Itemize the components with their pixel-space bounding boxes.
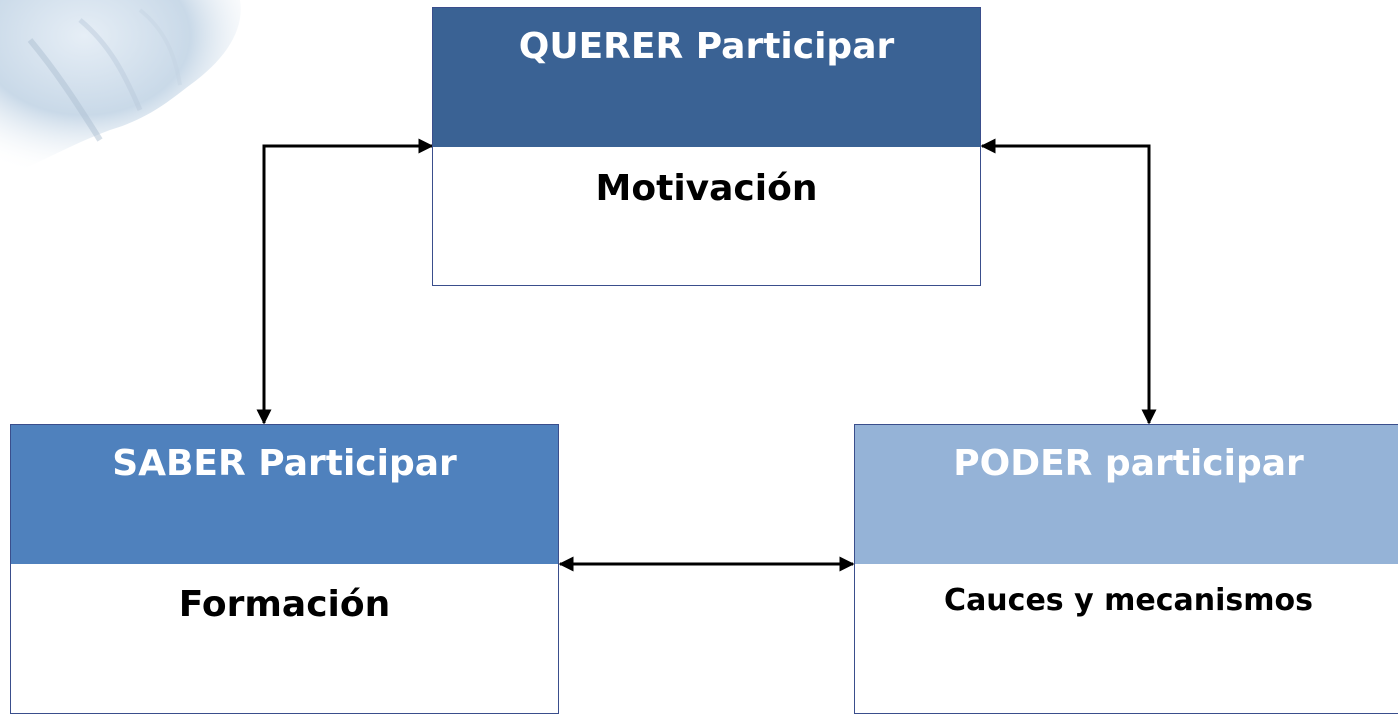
arrow-querer-saber [256, 138, 434, 425]
node-querer: QUERER Participar Motivación [432, 7, 981, 286]
node-querer-body: Motivación [595, 168, 818, 209]
node-querer-header: QUERER Participar [433, 8, 980, 147]
node-saber-header: SABER Participar [11, 425, 558, 564]
node-saber: SABER Participar Formación [10, 424, 559, 714]
arrow-querer-poder [980, 138, 1157, 425]
node-poder: PODER participar Cauces y mecanismos [854, 424, 1398, 714]
node-poder-header: PODER participar [855, 425, 1398, 564]
decorative-hand-image [0, 0, 270, 180]
node-poder-body: Cauces y mecanismos [944, 583, 1313, 618]
node-saber-body: Formación [178, 584, 391, 625]
